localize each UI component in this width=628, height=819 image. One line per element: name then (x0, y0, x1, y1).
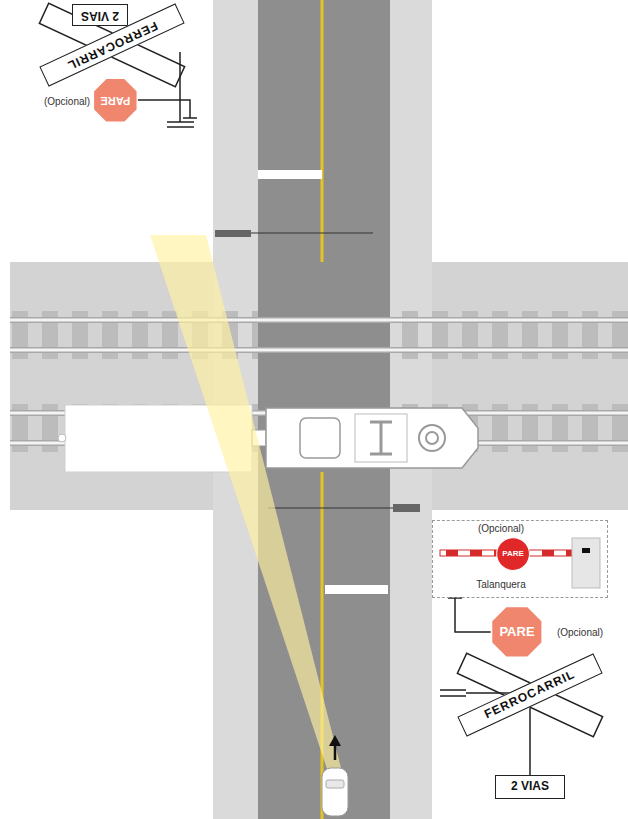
headlight-beam (150, 235, 342, 772)
coupler (58, 434, 66, 442)
crossbuck-arm (39, 3, 184, 86)
direction-arrow (329, 735, 341, 746)
locomotive-detail (370, 422, 392, 454)
detector-line (268, 507, 393, 508)
sign-text: PARE (499, 625, 534, 639)
optional-note: (Opcional) (557, 627, 603, 638)
locomotive-detail (355, 414, 407, 462)
track-count-plate: 2 VIAS (495, 775, 565, 799)
barrier-stop-disc: PARE (496, 537, 530, 571)
detector-line (251, 232, 373, 233)
barrier-light (582, 548, 590, 553)
locomotive-detail (419, 425, 445, 451)
detector (393, 504, 420, 512)
sign-post (448, 598, 492, 632)
center-line (321, 0, 324, 262)
sign-post (133, 100, 197, 118)
barrier-panel: (Opcional) Talanquera PARE (432, 520, 608, 598)
center-line (321, 472, 324, 819)
panel-text: (Opcional) (478, 523, 524, 534)
rail (10, 349, 628, 352)
rail (10, 319, 628, 322)
sign-text: PARE (100, 94, 130, 106)
rail (10, 347, 628, 353)
track-count-plate: 2 VIAS (72, 4, 128, 26)
panel-text: Talanquera (476, 579, 525, 590)
locomotive-detail (426, 432, 438, 444)
sign-text: PARE (502, 550, 524, 559)
stop-octagon (492, 607, 543, 658)
stop-line (325, 585, 388, 594)
locomotive (266, 408, 478, 468)
sign-text: 2 VIAS (511, 780, 549, 793)
stop-octagon (93, 78, 137, 122)
detector (215, 230, 251, 237)
direction-arrow (334, 744, 337, 760)
optional-note: (Opcional) (44, 96, 90, 107)
locomotive-cab (300, 418, 340, 458)
stop-sign: PARE (491, 606, 543, 658)
stop-sign: PARE (93, 78, 138, 123)
sign-text: 2 VIAS (81, 8, 119, 21)
car (322, 768, 348, 816)
rail (10, 317, 628, 323)
stop-disc (497, 538, 530, 571)
stop-line (258, 170, 322, 179)
car-windshield (326, 780, 344, 788)
barrier-housing (572, 538, 600, 588)
